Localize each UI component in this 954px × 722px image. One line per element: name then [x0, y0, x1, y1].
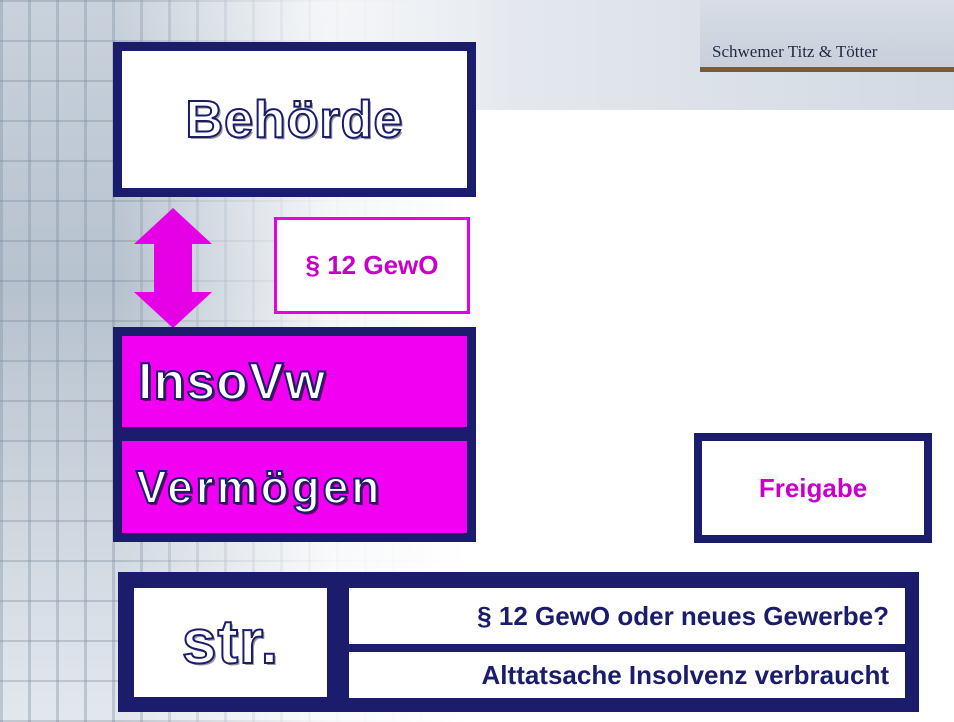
authority-box: Behörde: [113, 42, 476, 197]
firm-name: Schwemer Titz & Tötter: [712, 42, 878, 61]
statute-box: § 12 GewO: [274, 217, 470, 314]
assets-box: Vermögen: [122, 441, 467, 533]
insolvency-group: InsoVw Vermögen: [113, 327, 476, 542]
release-box: Freigabe: [694, 433, 932, 543]
insolvency-admin-label: InsoVw: [137, 352, 327, 412]
double-arrow-icon: [134, 208, 212, 328]
authority-label: Behörde: [185, 90, 404, 150]
insolvency-admin-box: InsoVw: [122, 336, 467, 427]
statute-label: § 12 GewO: [305, 250, 439, 280]
header-rule: [700, 67, 954, 72]
release-label: Freigabe: [758, 472, 868, 503]
question-box: § 12 GewO oder neues Gewerbe?: [349, 588, 905, 644]
question-line: § 12 GewO oder neues Gewerbe?: [477, 600, 889, 631]
conclusion-line: Alttatsache Insolvenz verbraucht: [481, 659, 889, 690]
disputed-label: str.: [181, 607, 280, 678]
header-bar: Schwemer Titz & Tötter: [700, 0, 954, 72]
disputed-box: str.: [134, 588, 327, 697]
assets-label: Vermögen: [135, 460, 383, 514]
conclusion-box: Alttatsache Insolvenz verbraucht: [349, 652, 905, 698]
disputed-panel: str. § 12 GewO oder neues Gewerbe? Altta…: [118, 572, 919, 712]
